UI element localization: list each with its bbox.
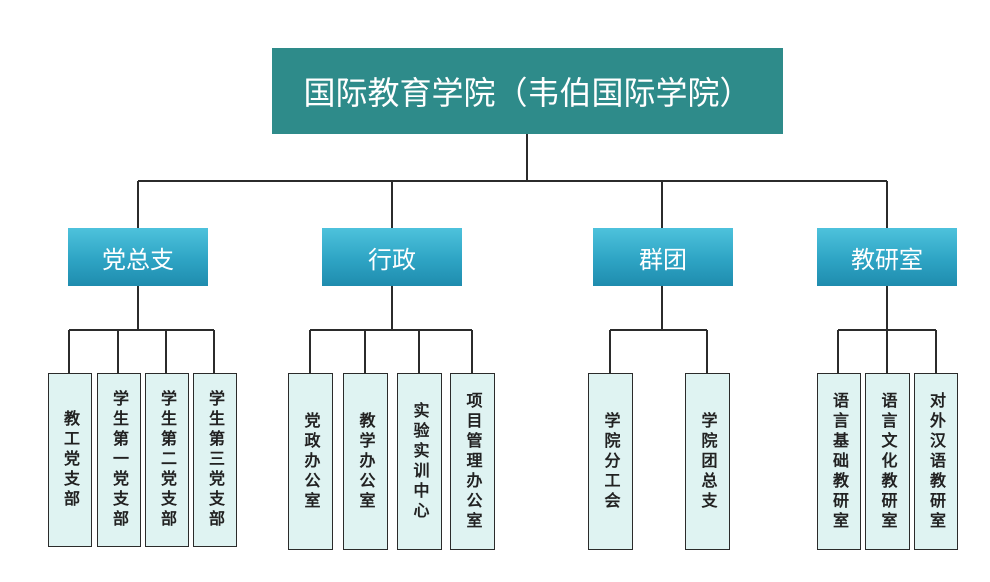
root-node: 国际教育学院（韦伯国际学院） — [272, 48, 783, 134]
leaf-student-party-branch-3: 学生第三党支部 — [193, 373, 237, 547]
leaf-student-party-branch-1: 学生第一党支部 — [97, 373, 141, 547]
leaf-label: 教工党支部 — [61, 410, 80, 510]
leaf-label: 学生第二党支部 — [158, 390, 177, 530]
leaf-label: 学院分工会 — [601, 411, 621, 512]
leaf-party-admin-office: 党政办公室 — [288, 373, 333, 550]
category-label: 行政 — [368, 245, 416, 274]
category-administration: 行政 — [322, 228, 462, 286]
category-label: 党总支 — [102, 245, 174, 274]
category-party-branch: 党总支 — [68, 228, 208, 286]
category-teaching-research: 教研室 — [817, 228, 957, 286]
leaf-label: 党政办公室 — [301, 411, 321, 512]
leaf-label: 项目管理办公室 — [463, 391, 483, 532]
category-label: 教研室 — [851, 245, 923, 274]
leaf-label: 教学办公室 — [356, 411, 376, 512]
leaf-label: 实验实训中心 — [410, 401, 430, 522]
leaf-lab-training-center: 实验实训中心 — [397, 373, 442, 550]
leaf-label: 学生第三党支部 — [206, 390, 225, 530]
leaf-label: 学生第一党支部 — [110, 390, 129, 530]
category-label: 群团 — [639, 245, 687, 274]
leaf-student-party-branch-2: 学生第二党支部 — [145, 373, 189, 547]
leaf-project-management-office: 项目管理办公室 — [450, 373, 495, 550]
root-label: 国际教育学院（韦伯国际学院） — [303, 74, 752, 112]
leaf-label: 对外汉语教研室 — [927, 391, 946, 532]
leaf-chinese-as-foreign-language-office: 对外汉语教研室 — [914, 373, 958, 550]
leaf-language-basics-office: 语言基础教研室 — [817, 373, 861, 550]
leaf-college-youth-league: 学院团总支 — [685, 373, 730, 550]
leaf-faculty-party-branch: 教工党支部 — [48, 373, 92, 547]
leaf-label: 语言基础教研室 — [830, 391, 849, 532]
leaf-college-trade-union: 学院分工会 — [588, 373, 633, 550]
leaf-label: 语言文化教研室 — [878, 391, 898, 532]
leaf-teaching-office: 教学办公室 — [343, 373, 388, 550]
leaf-label: 学院团总支 — [698, 411, 718, 512]
category-mass-organizations: 群团 — [593, 228, 733, 286]
leaf-language-culture-office: 语言文化教研室 — [865, 373, 910, 550]
